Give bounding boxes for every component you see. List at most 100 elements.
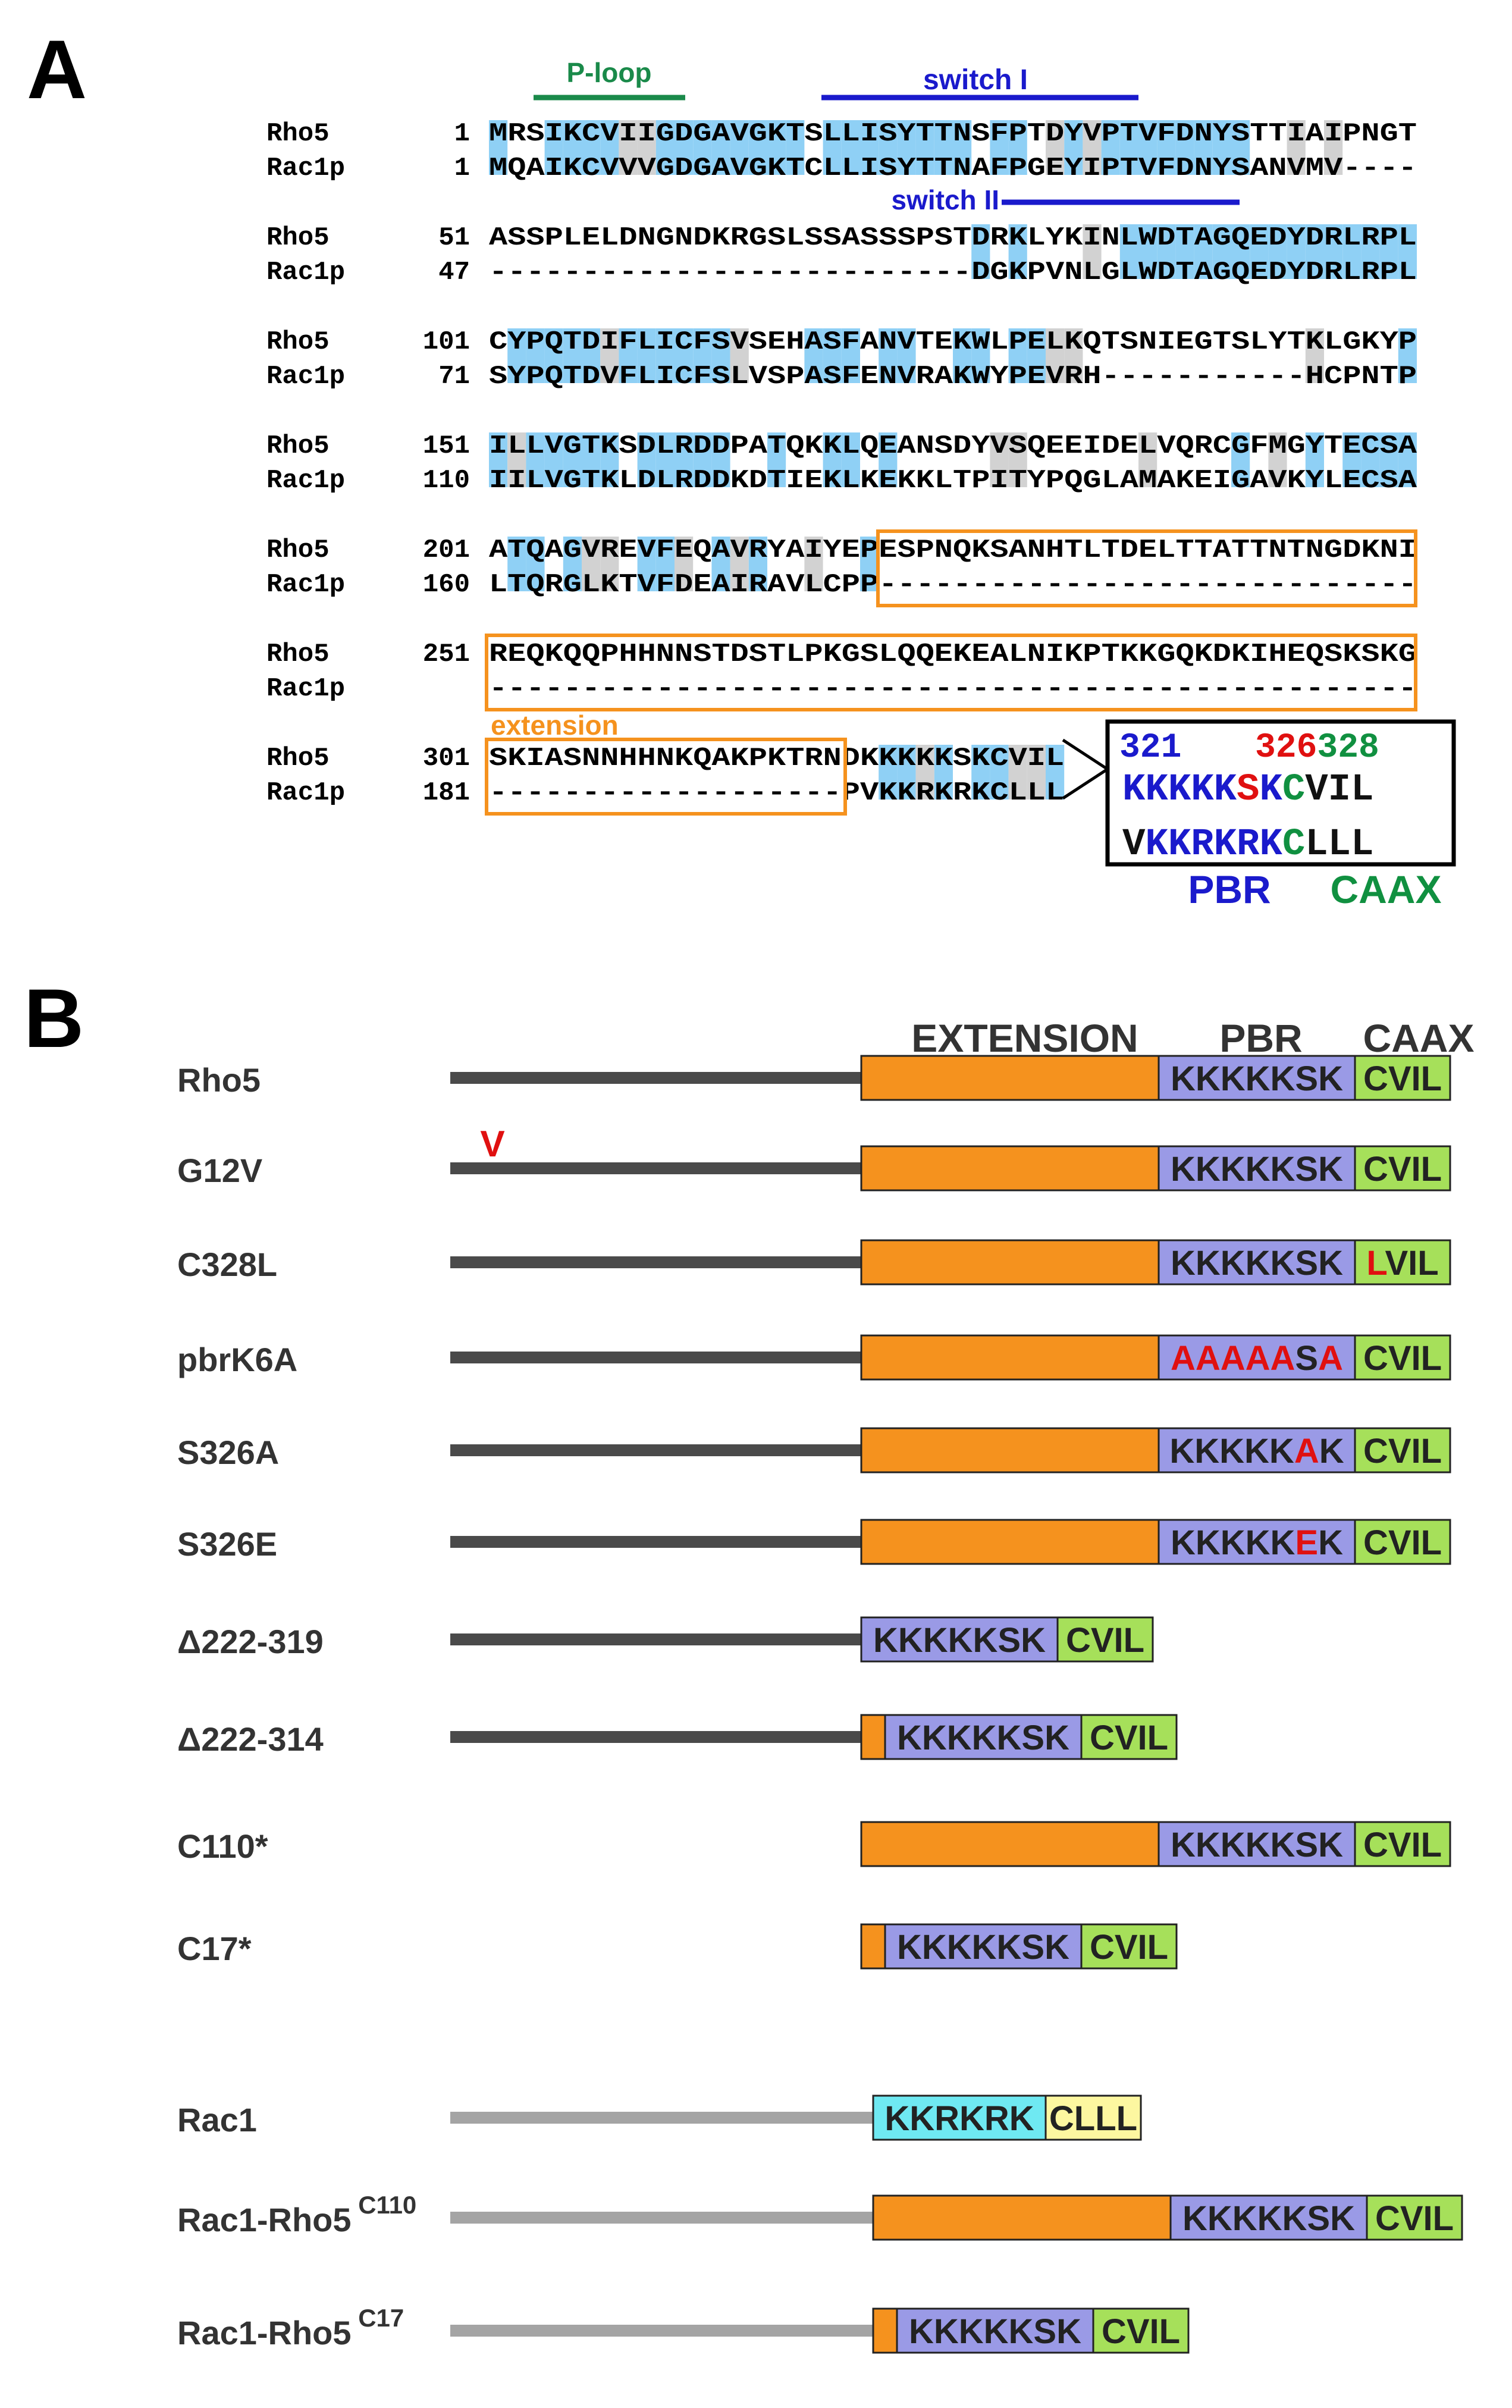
residue-number: 71	[438, 362, 470, 391]
identity-shading	[1342, 432, 1362, 487]
identity-shading	[748, 537, 767, 591]
similarity-shading	[990, 432, 1009, 487]
identity-shading	[953, 120, 972, 175]
pbr-segment-label: KKKKKSK	[1171, 1150, 1343, 1189]
identity-shading	[767, 120, 786, 175]
identity-shading	[655, 120, 675, 175]
residue-number: 101	[423, 327, 470, 357]
residue-text: KKKKKSK	[897, 1928, 1069, 1967]
identity-shading	[563, 537, 582, 591]
caax-segment	[1354, 1055, 1451, 1101]
identity-shading	[1194, 120, 1213, 175]
identity-shading	[971, 328, 990, 383]
construct-superscript: C110	[352, 2191, 417, 2219]
construct-name: Rac1	[177, 2101, 257, 2139]
identity-shading	[1231, 224, 1250, 279]
similarity-shading	[1046, 328, 1065, 383]
identity-shading	[1157, 120, 1176, 175]
residue-number: 301	[423, 744, 470, 773]
identity-shading	[1194, 224, 1213, 279]
identity-shading	[582, 432, 601, 487]
pbr-segment	[884, 1923, 1083, 1970]
pbr-segment-label: KKKKKSK	[1182, 2199, 1355, 2238]
caax-segment	[1056, 1616, 1154, 1663]
identity-shading	[934, 120, 953, 175]
identity-shading	[860, 120, 879, 175]
residue-text: K	[1318, 1523, 1343, 1562]
residue-text: CVIL	[1363, 1432, 1442, 1470]
identity-shading	[1212, 224, 1231, 279]
residue-text: KKKKKSK	[909, 2312, 1081, 2351]
extension-box-1	[876, 529, 1417, 607]
identity-shading	[563, 432, 582, 487]
pbr-segment	[1157, 1427, 1356, 1473]
zoom-rac1-tail: VKKRKRKCLLL	[1122, 823, 1373, 866]
sequence-name: Rac1p	[266, 153, 345, 183]
sequence-text: REQKQQPHHNNSTDSTLPKGSLQQEKEALNIKPTKKGQKD…	[489, 639, 1417, 669]
pbr-segment-label: AAAAASA	[1171, 1339, 1343, 1378]
sequence-text: ILLVGTKSDLRDDPATQKKLQEANSDYVSQEEIDELVQRC…	[489, 431, 1417, 461]
caax-segment-label: CVIL	[1363, 1059, 1442, 1098]
caax-segment-label: CVIL	[1363, 1339, 1442, 1378]
residue-number: 251	[423, 639, 470, 669]
mutation-mark: V	[480, 1124, 504, 1165]
identity-shading	[1398, 224, 1417, 279]
identity-shading	[823, 328, 842, 383]
similarity-shading	[619, 120, 638, 175]
sequence-name: Rho5	[266, 639, 330, 669]
similarity-shading	[637, 120, 656, 175]
identity-shading	[693, 328, 712, 383]
caax-segment-label: LVIL	[1366, 1244, 1438, 1283]
identity-shading	[526, 432, 545, 487]
extension-segment	[860, 1055, 1160, 1101]
caax-segment-label: CVIL	[1090, 1719, 1168, 1757]
residue-number: 47	[438, 258, 470, 287]
pbr-segment	[860, 1616, 1059, 1663]
identity-shading	[1361, 224, 1380, 279]
identity-shading	[489, 432, 508, 487]
residue-text: CVIL	[1090, 1928, 1168, 1967]
sequence-name: Rac1p	[266, 674, 345, 704]
identity-shading	[1342, 224, 1362, 279]
identity-shading	[879, 120, 898, 175]
pbr-segment-label: KKKKKEK	[1171, 1523, 1343, 1562]
alignment-block-6: Rho5 251 REQKQQPHHNNSTDSTLPKGSLQQEKEALNIKP…	[266, 639, 1417, 704]
ploop-label: P-loop	[566, 57, 651, 88]
zoom-pointer	[1062, 738, 1111, 800]
pbr-segment-label: KKKKKSK	[1171, 1826, 1343, 1864]
construct-name: C110*	[177, 1827, 268, 1865]
identity-shading	[767, 432, 786, 487]
similarity-shading	[915, 745, 934, 799]
construct-name: C328L	[177, 1246, 277, 1283]
identity-shading	[841, 328, 860, 383]
residue-text: K	[1319, 1432, 1344, 1470]
construct-name: C17*	[177, 1930, 252, 1967]
pbr-segment	[1157, 1145, 1356, 1192]
similarity-shading	[1046, 120, 1065, 175]
identity-shading	[897, 745, 916, 799]
rac1-caax-segment-label: CLLL	[1049, 2099, 1137, 2138]
identity-shading	[953, 328, 972, 383]
construct-name: Rho5	[177, 1061, 261, 1099]
pbr-segment	[1157, 1821, 1356, 1867]
residue-number: 51	[438, 223, 470, 253]
identity-shading	[804, 328, 823, 383]
pbr-segment	[1157, 1334, 1356, 1381]
caax-segment	[1354, 1334, 1451, 1381]
sequence-text: SYPQTDVFLICFSLVSPASFENVRAKWYPEVRH-------…	[489, 362, 1417, 391]
caax-segment	[1366, 2194, 1463, 2241]
identity-shading	[600, 432, 619, 487]
header-extension: EXTENSION	[911, 1016, 1138, 1060]
residue-text: CLLL	[1049, 2099, 1137, 2138]
extension-segment	[860, 1821, 1160, 1867]
extension-stub	[872, 2307, 898, 2354]
identity-shading	[1175, 120, 1194, 175]
caax-label: CAAX	[1330, 867, 1441, 911]
identity-shading	[1027, 328, 1046, 383]
